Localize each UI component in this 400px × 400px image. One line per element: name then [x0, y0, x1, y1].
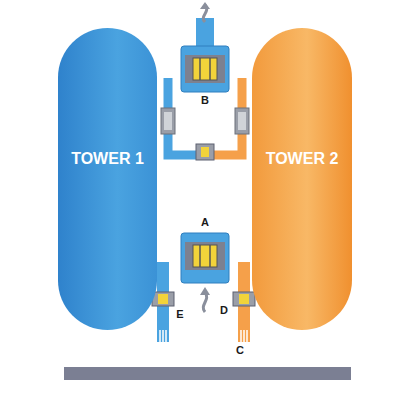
switching-valve [193, 58, 217, 80]
switching-valve [181, 46, 229, 92]
inlet-valve [185, 242, 225, 270]
exhaust-valve [152, 292, 174, 306]
exhaust-pipe [157, 262, 169, 342]
tower-label: TOWER 1 [71, 150, 144, 168]
check-valve [161, 108, 175, 134]
callout-letter: A [201, 217, 209, 228]
flow-arrow [200, 287, 210, 295]
exhaust-valve [158, 294, 168, 304]
check-valve [164, 112, 172, 130]
callout-letter: D [220, 305, 228, 316]
exhaust-pipe [238, 262, 250, 342]
base-bar [64, 367, 351, 380]
outlet-pipe [196, 18, 214, 48]
tower-vessel: TOWER 2 [252, 28, 352, 330]
flow-arrow [200, 2, 210, 9]
exhaust-valve [233, 292, 255, 306]
purge-orifice [201, 147, 209, 157]
check-valve [235, 108, 249, 134]
exhaust-stripes [160, 330, 247, 342]
callout-letter: B [201, 95, 209, 106]
tower-label: TOWER 2 [266, 150, 339, 168]
check-valve [238, 112, 246, 130]
switching-valve [185, 55, 225, 83]
callout-letter: C [236, 345, 244, 356]
tower-vessel: TOWER 1 [58, 28, 157, 330]
inlet-valve [193, 245, 217, 267]
exhaust-valve [239, 294, 249, 304]
purge-orifice [196, 144, 214, 160]
callout-letter: E [176, 309, 183, 320]
inlet-valve [181, 233, 229, 283]
